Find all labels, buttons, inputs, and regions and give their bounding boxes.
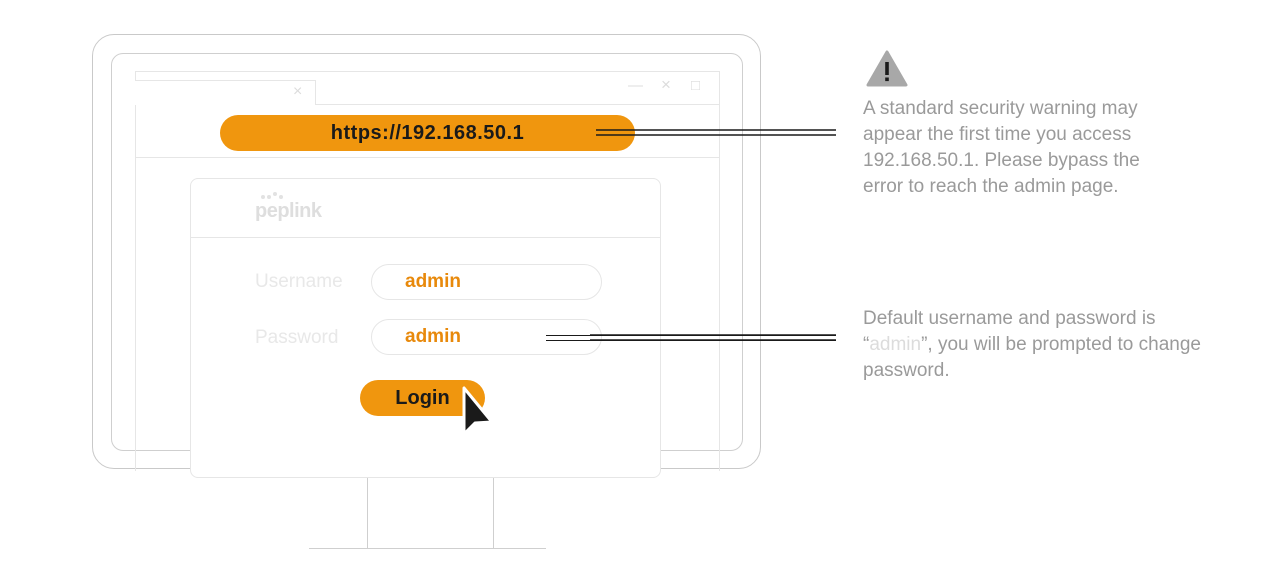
address-bar[interactable]: https://192.168.50.1 bbox=[220, 115, 635, 151]
default-credentials-note: Default username and password is “admin”… bbox=[863, 306, 1223, 384]
credentials-note-text-end: ”, you will be prompted to change passwo… bbox=[863, 334, 1201, 381]
monitor-stand-base bbox=[309, 548, 546, 549]
browser-tab[interactable] bbox=[135, 80, 316, 105]
credentials-note-highlight: admin bbox=[869, 334, 922, 355]
password-value: admin bbox=[405, 326, 461, 347]
tab-bar-line bbox=[316, 104, 720, 105]
browser-window bbox=[135, 71, 720, 471]
peplink-logo-dots bbox=[261, 186, 285, 204]
peplink-logo: peplink bbox=[255, 200, 322, 222]
tab-close-icon[interactable]: × bbox=[293, 83, 303, 100]
minimize-icon[interactable]: — bbox=[628, 77, 643, 94]
address-bar-divider bbox=[135, 157, 720, 158]
login-card-divider bbox=[191, 237, 660, 238]
login-card bbox=[190, 178, 661, 478]
address-bar-url: https://192.168.50.1 bbox=[330, 121, 525, 144]
warning-triangle-icon bbox=[866, 50, 908, 87]
username-field[interactable] bbox=[371, 264, 602, 300]
password-label: Password bbox=[255, 327, 339, 348]
monitor-stand-neck bbox=[367, 469, 494, 549]
credentials-note-text-start: Default username and password is “ bbox=[863, 308, 1156, 355]
password-field[interactable] bbox=[371, 319, 602, 355]
window-close-icon[interactable]: × bbox=[661, 75, 671, 94]
login-button-label: Login bbox=[395, 386, 450, 409]
mouse-cursor-icon bbox=[462, 386, 494, 436]
security-warning-note: A standard security warning may appear t… bbox=[863, 98, 1140, 197]
maximize-icon[interactable]: □ bbox=[691, 77, 701, 94]
username-value: admin bbox=[405, 271, 461, 292]
callout-lines bbox=[590, 129, 836, 341]
username-label: Username bbox=[255, 271, 343, 292]
credentials-callout-line-top bbox=[546, 335, 836, 336]
credentials-callout-line-bottom bbox=[546, 340, 836, 341]
